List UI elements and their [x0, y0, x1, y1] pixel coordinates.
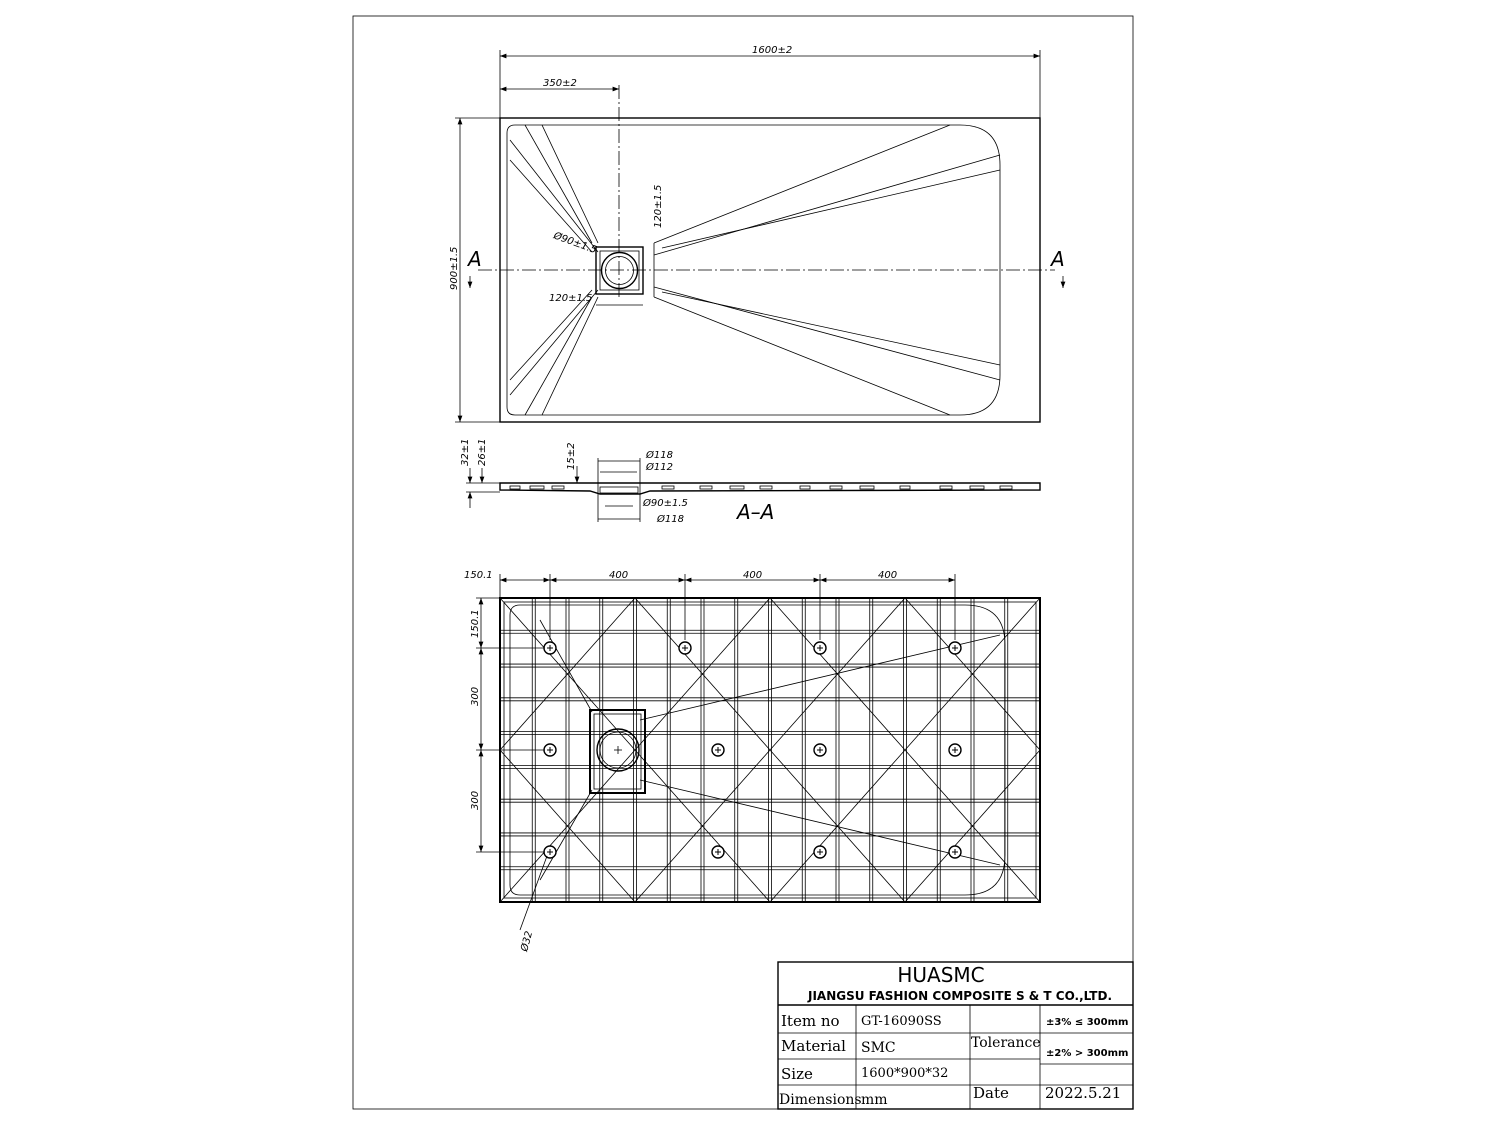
dim-width: 900±1.5 [449, 247, 460, 290]
dim-length: 1600±2 [752, 45, 792, 56]
bottom-view: 150.1 400 400 400 150.1 300 300 Ø32 [464, 570, 1041, 954]
drain-outlet [596, 728, 640, 772]
dim-bottom-d118: Ø118 [656, 513, 684, 525]
dim-grate-vertical: 120±1.5 [653, 185, 664, 228]
slope-line [539, 789, 593, 881]
dim-drain-diameter: Ø90±1.5 [551, 229, 598, 256]
rib-diagonal [904, 749, 1041, 903]
rib-diagonal [499, 749, 636, 903]
slope-lines [509, 124, 1001, 416]
tolerance-1: ±3% ≤ 300mm [1046, 1017, 1128, 1028]
dimensions-value: mm [861, 1092, 888, 1108]
rib-diagonal [499, 597, 636, 751]
drain-grate [595, 246, 644, 295]
rib-diagonals [499, 597, 1041, 903]
tolerance-label: Tolerance [971, 1035, 1041, 1051]
dim-pitch-2: 400 [743, 570, 762, 581]
tray-inner-rim [506, 124, 1001, 416]
date-value: 2022.5.21 [1045, 1084, 1121, 1102]
section-view: 32±1 26±1 15±2 Ø118 Ø112 Ø90±1.5 Ø118 A–… [460, 439, 1041, 525]
dim-row-2: 300 [470, 791, 481, 810]
slope-line [639, 634, 1001, 721]
title-block: HUASMC JIANGSU FASHION COMPOSITE S & T C… [777, 961, 1134, 1110]
dimensions-label: Dimensions [779, 1092, 862, 1108]
section-ribs [509, 485, 1013, 494]
dim-total-height: 32±1 [460, 439, 471, 466]
material-value: SMC [861, 1040, 896, 1056]
tolerance-2: ±2% > 300mm [1046, 1048, 1128, 1059]
material-label: Material [781, 1037, 846, 1055]
rib-diagonal [769, 749, 906, 903]
dim-top-d112: Ø112 [645, 461, 673, 473]
dim-inner-height: 26±1 [477, 439, 488, 466]
dim-depth: 15±2 [566, 443, 577, 470]
section-marker-right: A [1049, 247, 1065, 271]
slope-line [539, 619, 593, 713]
drain-box [589, 709, 646, 794]
section-profile [499, 482, 1041, 495]
rib-diagonal [904, 597, 1041, 751]
section-marker-left: A [466, 247, 482, 271]
rib-diagonal [634, 597, 771, 751]
dim-drain-x: 350±2 [543, 78, 577, 89]
slope-line [639, 779, 1001, 866]
item-value: GT-16090SS [861, 1014, 942, 1029]
dim-pitch-3: 400 [878, 570, 897, 581]
dim-edge-y: 150.1 [470, 609, 481, 638]
item-label: Item no [781, 1012, 840, 1030]
dim-bottom-d90: Ø90±1.5 [642, 497, 688, 509]
sheet-border [352, 15, 1134, 1110]
dim-row-1: 300 [470, 687, 481, 706]
support-feet [543, 641, 962, 859]
dim-pitch-1: 400 [609, 570, 628, 581]
dim-top-d118: Ø118 [645, 449, 673, 461]
drain-hole [600, 251, 639, 290]
company-name: JIANGSU FASHION COMPOSITE S & T CO.,LTD. [807, 989, 1112, 1003]
size-value: 1600*900*32 [861, 1066, 948, 1081]
size-label: Size [781, 1065, 813, 1083]
dim-grate-horizontal: 120±1.5 [549, 293, 592, 304]
dim-foot-diameter: Ø32 [518, 930, 535, 954]
rib-diagonal [769, 597, 906, 751]
top-view: A A 1600±2 350±2 900±1.5 120±1.5 120±1.5… [449, 45, 1066, 423]
dim-edge-x: 150.1 [464, 570, 493, 581]
rib-diagonal [634, 749, 771, 903]
brand-name: HUASMC [897, 963, 984, 987]
section-label: A–A [735, 500, 774, 524]
date-label: Date [973, 1084, 1009, 1102]
